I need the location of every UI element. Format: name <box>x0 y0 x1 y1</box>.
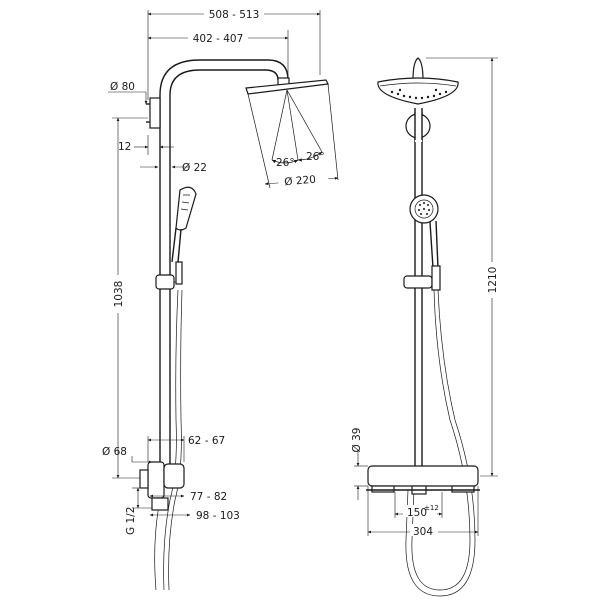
overhead-shower-head-front <box>377 77 459 105</box>
outlet-depth-a-label: 77 - 82 <box>190 491 227 503</box>
wall-bracket <box>149 97 161 129</box>
mixer-width-label: 304 <box>413 526 433 538</box>
front-view-dimensions: 1210 Ø 39 150 ±12 304 <box>351 57 500 538</box>
head-bracket-diameter-label: Ø 80 <box>110 81 135 93</box>
overall-reach-label: 508 - 513 <box>209 9 260 21</box>
side-view-dimensions: 508 - 513 402 - 407 Ø 80 12 Ø 22 26° 26°… <box>102 8 339 535</box>
slider-holder <box>155 274 175 290</box>
spray-angle-left-label: 26° <box>276 157 295 169</box>
slider-holder-front <box>403 275 433 289</box>
pipe-diameter-label: Ø 22 <box>182 162 207 174</box>
wall-offset-label: 12 <box>118 141 131 153</box>
outlet-depth-b-label: 98 - 103 <box>196 510 240 522</box>
inlet-tolerance-label: ±12 <box>424 504 439 512</box>
arm-reach-label: 402 - 407 <box>193 33 244 45</box>
valve-depth-label: 62 - 67 <box>188 435 225 447</box>
spray-pattern <box>247 83 339 189</box>
vertical-length-label: 1038 <box>113 281 125 308</box>
mixer-side-body <box>147 461 165 499</box>
head-diameter-label: Ø 220 <box>284 174 317 189</box>
side-view <box>139 59 339 591</box>
mixer-diameter-label: Ø 39 <box>351 428 363 453</box>
front-view <box>366 57 480 597</box>
mixer-front-body <box>367 465 479 487</box>
valve-diameter-label: Ø 68 <box>102 446 127 458</box>
total-height-label: 1210 <box>487 267 499 294</box>
inlet-spacing-label: 150 <box>407 507 427 519</box>
inlet-thread-label: G 1/2 <box>125 507 137 535</box>
hand-shower <box>175 186 197 231</box>
spray-angle-right-label: 26° <box>306 151 325 163</box>
